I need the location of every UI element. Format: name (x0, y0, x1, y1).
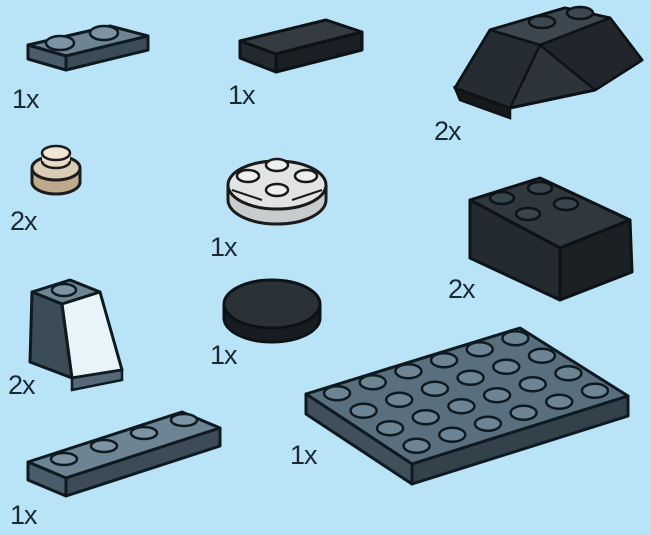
stud (493, 360, 519, 374)
stud (502, 331, 528, 345)
stud (395, 364, 421, 378)
stud (439, 428, 465, 442)
stud (404, 439, 430, 453)
stud (546, 395, 572, 409)
stud (467, 342, 493, 356)
stud (324, 386, 350, 400)
stud (475, 417, 501, 431)
stud (511, 406, 537, 420)
stud (413, 410, 439, 424)
stud (529, 349, 555, 363)
stud (422, 382, 448, 396)
stud (351, 404, 377, 418)
stud (377, 421, 403, 435)
stud (458, 371, 484, 385)
stud (431, 353, 457, 367)
stud (582, 384, 608, 398)
stud (386, 393, 412, 407)
stud (520, 377, 546, 391)
stud (484, 388, 510, 402)
stud (360, 375, 386, 389)
quantity-label: 1x (290, 440, 317, 471)
stud (555, 366, 581, 380)
stud (448, 399, 474, 413)
